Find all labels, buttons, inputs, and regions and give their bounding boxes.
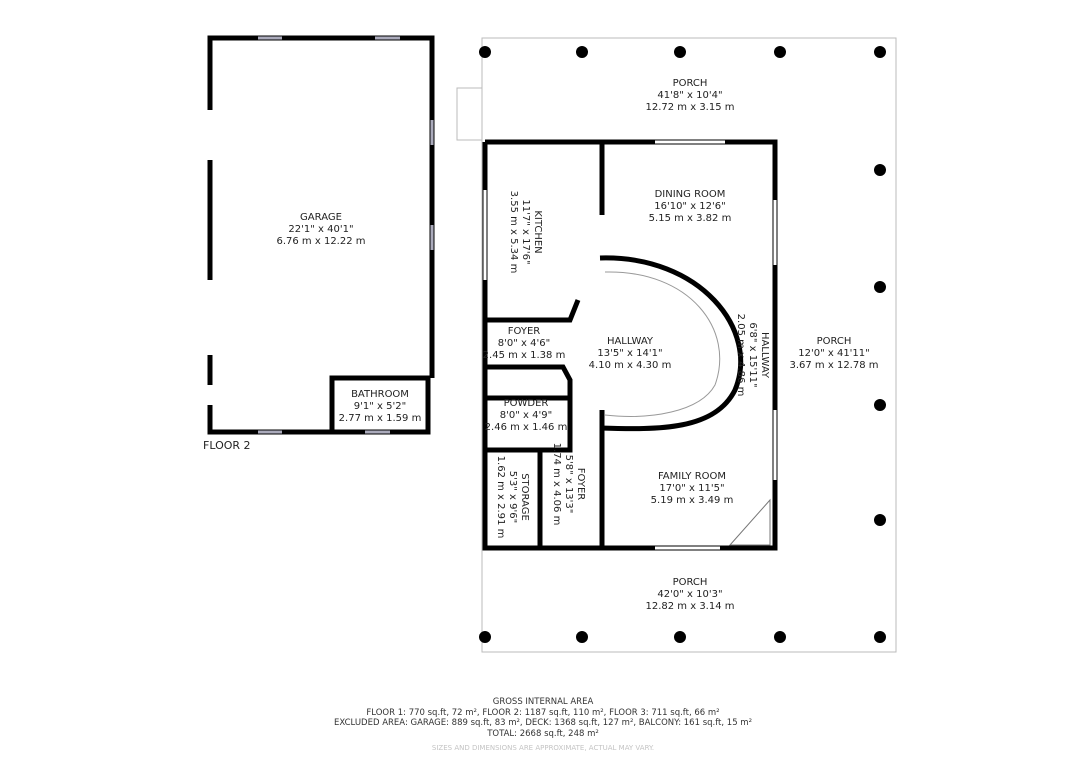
main-windows [483, 140, 777, 550]
room-size-imperial: 41'8" x 10'4" [657, 90, 723, 101]
room-size-imperial: 9'1" x 5'2" [353, 401, 407, 412]
room-size-metric: 2.46 m x 1.46 m [484, 422, 568, 433]
room-name: HALLWAY [759, 331, 770, 379]
fireplace [728, 498, 771, 546]
area-summary: GROSS INTERNAL AREA FLOOR 1: 770 sq.ft, … [0, 697, 1086, 754]
room-name: BATHROOM [351, 389, 409, 400]
porch-outline [456, 37, 897, 653]
room-size-metric: 3.67 m x 12.78 m [789, 360, 879, 371]
room-size-imperial: 6'8" x 15'11" [747, 322, 758, 388]
room-name: GARAGE [300, 212, 342, 223]
area-excluded: EXCLUDED AREA: GARAGE: 889 sq.ft, 83 m²,… [334, 718, 752, 728]
room-size-metric: 1.62 m x 2.91 m [495, 455, 506, 539]
room-size-metric: 2.05 m x 4.86 m [735, 313, 746, 397]
room-size-metric: 12.82 m x 3.14 m [645, 601, 735, 612]
garage-windows [258, 36, 434, 434]
room-size-metric: 5.15 m x 3.82 m [648, 213, 732, 224]
room-size-imperial: 17'0" x 11'5" [659, 483, 725, 494]
room-size-metric: 1.74 m x 4.06 m [551, 442, 562, 526]
room-size-metric: 12.72 m x 3.15 m [645, 102, 735, 113]
room-name: PORCH [672, 577, 708, 588]
room-name: FOYER [575, 467, 586, 501]
room-size-metric: 6.76 m x 12.22 m [276, 236, 366, 247]
room-size-imperial: 42'0" x 10'3" [657, 589, 723, 600]
room-size-metric: 3.55 m x 5.34 m [508, 190, 519, 274]
room-name: POWDER [503, 398, 549, 409]
disclaimer: SIZES AND DIMENSIONS ARE APPROXIMATE, AC… [431, 744, 655, 752]
staircase [599, 255, 744, 432]
room-size-imperial: 8'0" x 4'9" [499, 410, 553, 421]
room-size-imperial: 11'7" x 17'6" [520, 199, 531, 265]
garage-walls [207, 35, 435, 435]
room-size-metric: 5.19 m x 3.49 m [650, 495, 734, 506]
room-size-imperial: 22'1" x 40'1" [288, 224, 354, 235]
room-name: STORAGE [519, 473, 530, 521]
porch-columns [479, 46, 886, 643]
room-size-imperial: 16'10" x 12'6" [654, 201, 726, 212]
room-name: PORCH [816, 336, 852, 347]
area-title: GROSS INTERNAL AREA [492, 697, 594, 707]
room-name: DINING ROOM [654, 189, 726, 200]
room-size-imperial: 5'8" x 13'3" [563, 454, 574, 514]
room-name: FAMILY ROOM [657, 471, 727, 482]
room-size-imperial: 13'5" x 14'1" [597, 348, 663, 359]
area-total: TOTAL: 2668 sq.ft, 248 m² [487, 728, 599, 739]
floor-label: FLOOR 2 [203, 439, 251, 452]
room-name: HALLWAY [606, 336, 654, 347]
room-size-imperial: 8'0" x 4'6" [497, 338, 551, 349]
room-size-metric: 2.45 m x 1.38 m [482, 350, 566, 361]
room-size-metric: 2.77 m x 1.59 m [338, 413, 422, 424]
room-name: PORCH [672, 78, 708, 89]
room-name: FOYER [507, 326, 541, 337]
room-name: KITCHEN [532, 210, 543, 254]
room-size-imperial: 5'3" x 9'6" [507, 470, 518, 524]
area-floors: FLOOR 1: 770 sq.ft, 72 m², FLOOR 2: 1187… [366, 707, 720, 718]
room-size-metric: 4.10 m x 4.30 m [588, 360, 672, 371]
room-size-imperial: 12'0" x 41'11" [798, 348, 870, 359]
